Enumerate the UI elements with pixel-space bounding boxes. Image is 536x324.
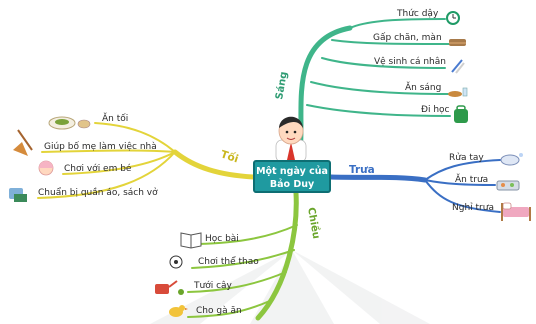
branch-morning-line-3 bbox=[321, 57, 446, 69]
branch-noon-line-3 bbox=[424, 179, 501, 213]
center-topic: Một ngày của Bảo Duy bbox=[253, 160, 331, 193]
branch-noon-line-2 bbox=[424, 179, 496, 186]
branch-afternoon-line-3 bbox=[187, 271, 287, 293]
breakfast-icon bbox=[448, 87, 468, 97]
folded-blanket-icon bbox=[449, 39, 466, 46]
morning-item-3: Vệ sinh cá nhân bbox=[374, 56, 446, 67]
watering-can-icon bbox=[155, 280, 184, 295]
branch-evening-trunk bbox=[172, 149, 256, 180]
evening-item-4: Chuẩn bị quần áo, sách vở bbox=[38, 187, 158, 198]
branch-noon-label: Trưa bbox=[349, 164, 375, 176]
branch-evening-line-2 bbox=[41, 149, 176, 153]
branch-morning-line-4 bbox=[310, 81, 449, 95]
branch-evening-line-4 bbox=[37, 151, 176, 199]
morning-item-1: Thức dậy bbox=[396, 9, 439, 19]
evening-item-2: Giúp bố mẹ làm việc nhà bbox=[44, 141, 157, 152]
chicken-icon bbox=[169, 305, 188, 317]
soap-icon bbox=[500, 153, 523, 166]
baby-icon bbox=[38, 160, 54, 176]
noon-item-2: Ăn trưa bbox=[455, 173, 488, 185]
toothbrush-icon bbox=[451, 59, 465, 74]
morning-item-5: Đi học bbox=[421, 105, 450, 115]
branch-evening-line-3 bbox=[62, 151, 176, 175]
afternoon-item-2: Chơi thể thao bbox=[198, 256, 259, 267]
branch-evening bbox=[37, 122, 256, 199]
book-icon bbox=[180, 232, 202, 249]
branch-noon-trunk bbox=[328, 174, 428, 183]
branch-evening-label: Tối bbox=[219, 147, 240, 165]
bed-icon bbox=[501, 202, 531, 221]
afternoon-item-4: Cho gà ăn bbox=[196, 306, 242, 316]
afternoon-item-1: Học bài bbox=[205, 234, 239, 244]
branch-afternoon bbox=[187, 190, 299, 321]
evening-item-1: Ăn tối bbox=[102, 112, 128, 124]
ball-icon bbox=[169, 255, 183, 269]
branch-afternoon-line-1 bbox=[197, 224, 298, 245]
branch-afternoon-label: Chiều bbox=[305, 206, 323, 240]
boy-illustration bbox=[275, 116, 307, 163]
branch-morning-line-1 bbox=[349, 18, 446, 29]
lunch-tray-icon bbox=[496, 180, 520, 191]
branch-morning-line-2 bbox=[331, 39, 456, 45]
branch-evening-line-1 bbox=[94, 122, 176, 153]
center-topic-line-1: Một ngày của bbox=[256, 166, 328, 177]
alarm-clock-icon bbox=[446, 11, 460, 25]
evening-item-3: Chơi với em bé bbox=[64, 163, 132, 174]
clothes-books-icon bbox=[9, 188, 27, 202]
morning-item-4: Ăn sáng bbox=[405, 81, 441, 93]
broom-icon bbox=[13, 129, 33, 156]
dinner-plate-icon bbox=[48, 116, 91, 130]
center-topic-line-2: Bảo Duy bbox=[269, 179, 315, 190]
branch-afternoon-line-2 bbox=[191, 249, 295, 269]
noon-item-1: Rửa tay bbox=[449, 152, 484, 163]
afternoon-item-3: Tưới cây bbox=[193, 280, 233, 291]
branch-afternoon-trunk bbox=[255, 190, 299, 321]
branch-morning-line-5 bbox=[306, 104, 451, 117]
noon-item-3: Nghỉ trưa bbox=[452, 202, 494, 213]
morning-item-2: Gấp chăn, màn bbox=[373, 32, 442, 43]
background-rays bbox=[150, 250, 430, 324]
branch-morning-trunk bbox=[297, 25, 353, 155]
school-bag-icon bbox=[454, 105, 468, 123]
branch-morning-label: Sáng bbox=[273, 71, 290, 101]
branch-noon-line-1 bbox=[424, 159, 501, 181]
branch-noon bbox=[328, 159, 501, 213]
branch-afternoon-line-4 bbox=[187, 299, 273, 318]
